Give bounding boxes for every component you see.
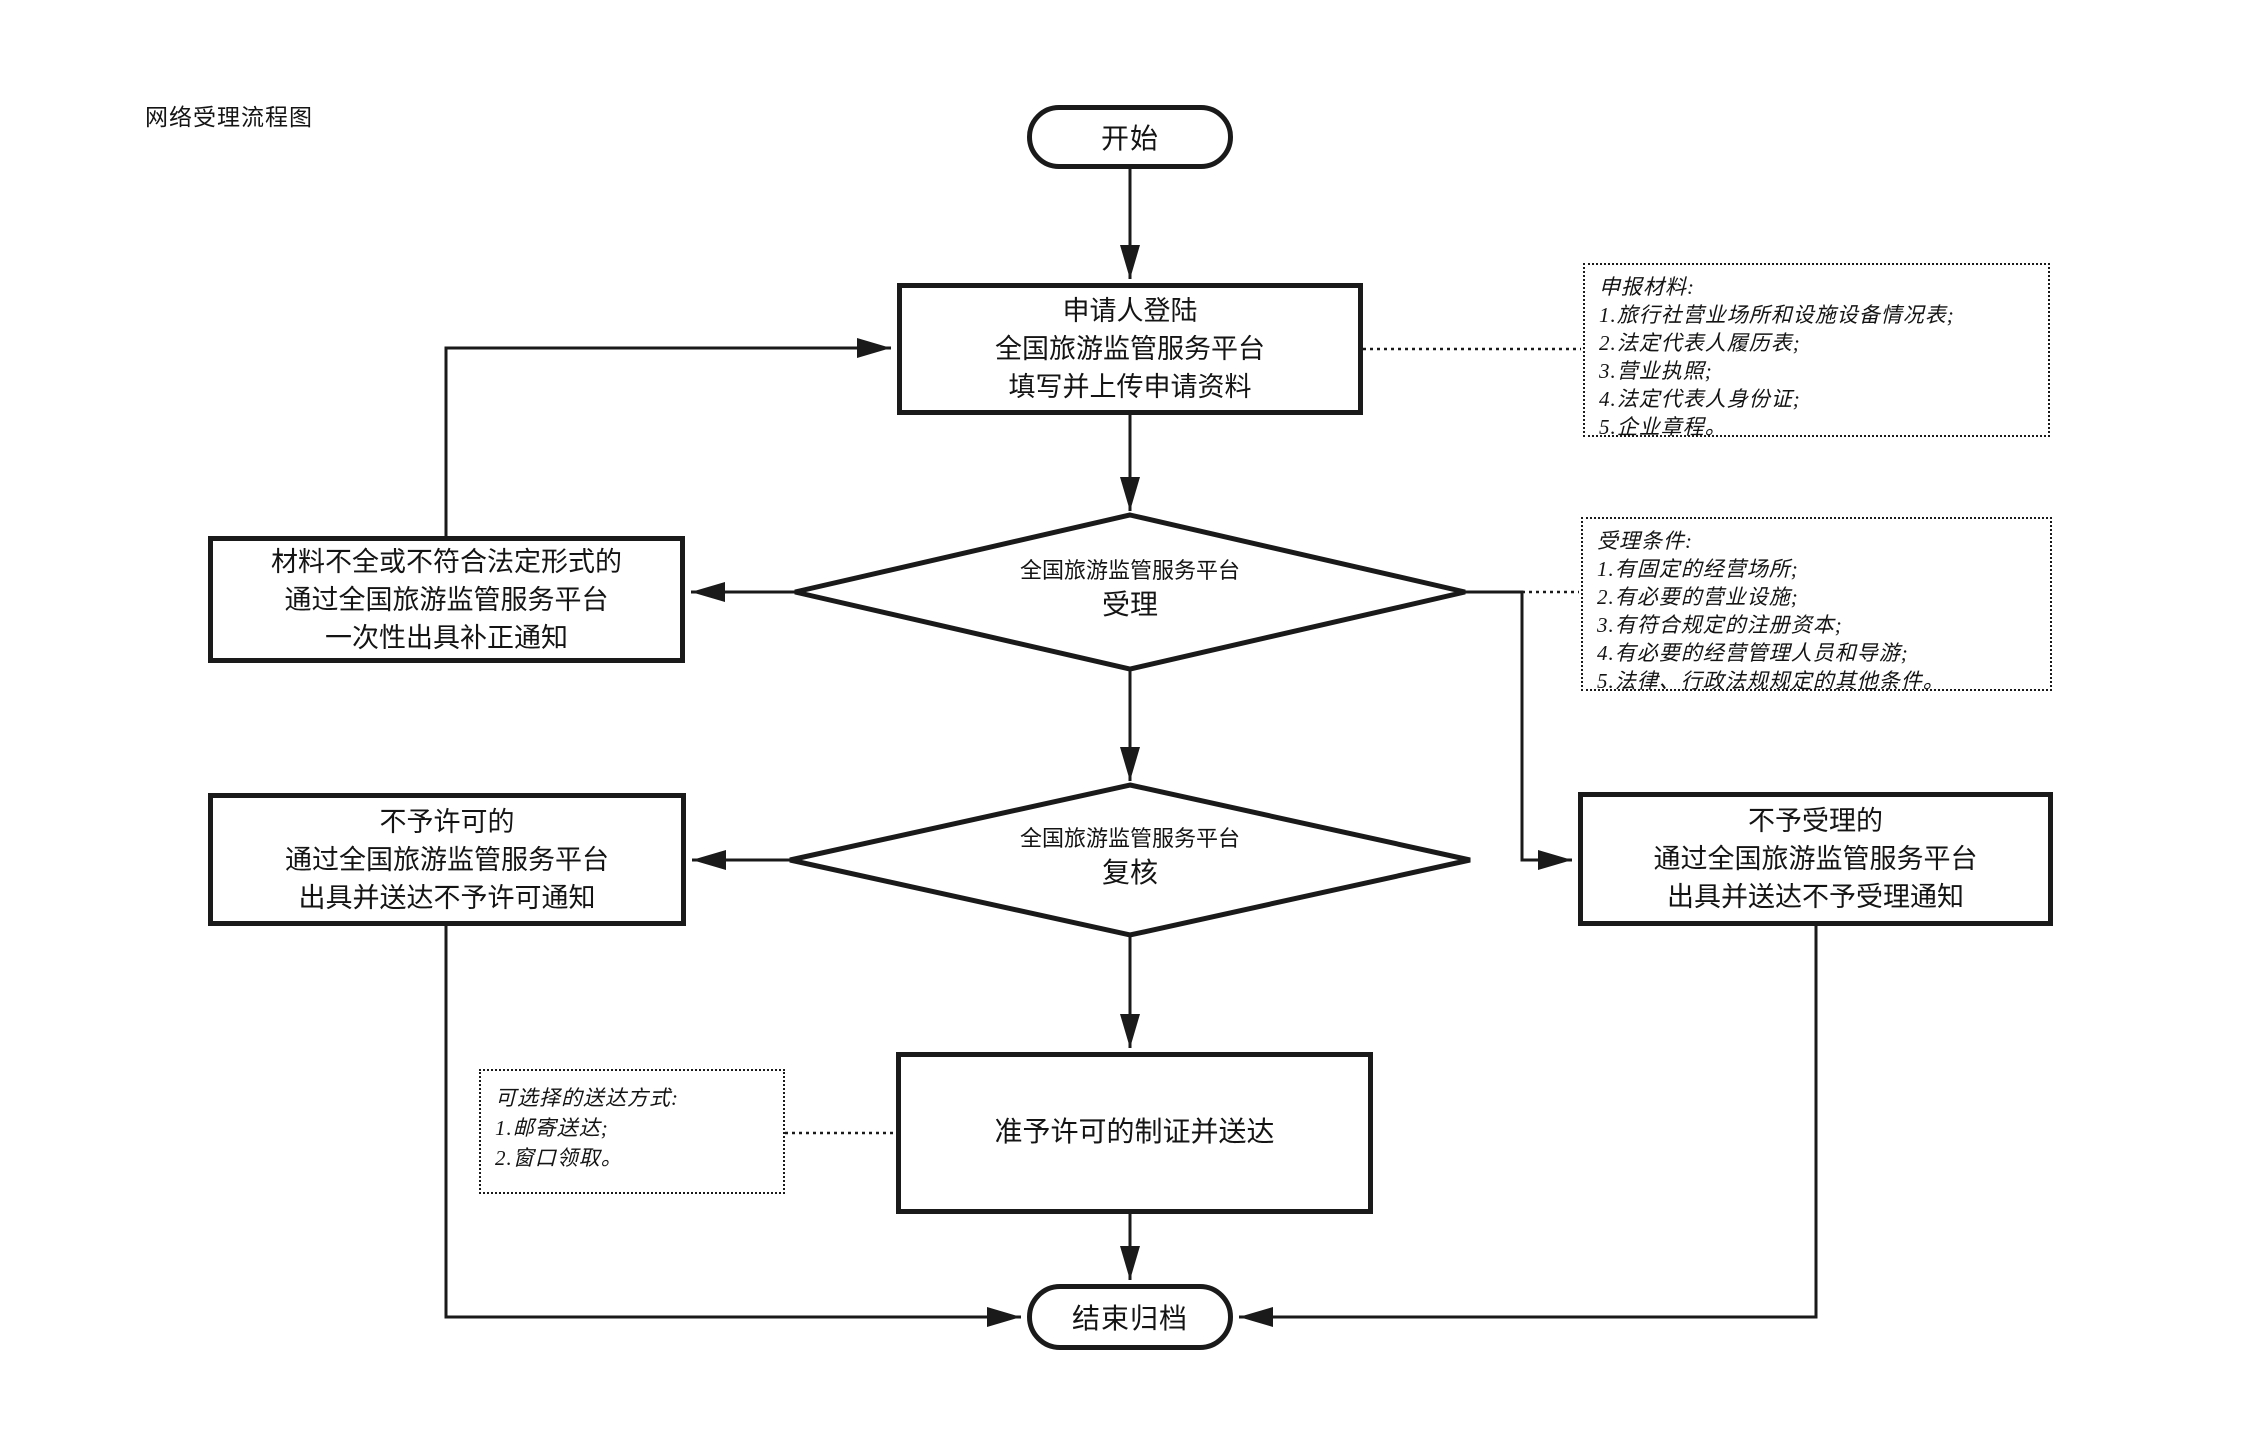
conditions-note-item: 2.有必要的营业设施; (1597, 585, 1799, 609)
deny-accept-line: 不予受理的 (1748, 806, 1883, 836)
deny-accept-line: 出具并送达不予受理通知 (1667, 882, 1964, 912)
delivery-note-title: 可选择的送达方式: (495, 1086, 679, 1110)
conditions-note: 受理条件: 1.有固定的经营场所; 2.有必要的营业设施; 3.有符合规定的注册… (1581, 517, 2052, 693)
login-line: 全国旅游监管服务平台 (995, 334, 1265, 364)
connector-deny-accept-to-end (1239, 926, 1818, 1327)
accept-diamond-action: 受理 (1101, 590, 1158, 621)
materials-note: 申报材料: 1.旅行社营业场所和设施设备情况表; 2.法定代表人履历表; 3.营… (1583, 263, 2050, 439)
deny-license-line: 通过全国旅游监管服务平台 (285, 844, 609, 875)
connector-deny-license-to-end (444, 926, 1021, 1327)
accept-diamond-label: 全国旅游监管服务平台 受理 (910, 556, 1350, 626)
materials-note-item: 4.法定代表人身份证; (1599, 387, 1801, 411)
conditions-note-item: 1.有固定的经营场所; (1597, 557, 1799, 581)
start-label: 开始 (1100, 124, 1159, 155)
issue-label: 准予许可的制证并送达 (994, 1117, 1275, 1148)
login-box: 申请人登陆 全国旅游监管服务平台 填写并上传申请资料 (897, 283, 1363, 415)
materials-note-item: 1.旅行社营业场所和设施设备情况表; (1599, 303, 1955, 327)
materials-note-item: 3.营业执照; (1599, 359, 1713, 383)
login-line: 填写并上传申请资料 (1008, 372, 1252, 402)
supplement-line: 通过全国旅游监管服务平台 (284, 584, 609, 615)
conditions-note-item: 3.有符合规定的注册资本; (1597, 613, 1843, 637)
page-title: 网络受理流程图 (145, 105, 313, 130)
deny-accept-line: 通过全国旅游监管服务平台 (1653, 844, 1978, 874)
accept-diamond-platform: 全国旅游监管服务平台 (1019, 558, 1240, 583)
recheck-diamond-action: 复核 (1101, 858, 1158, 889)
materials-note-title: 申报材料: (1599, 275, 1695, 299)
issue-box: 准予许可的制证并送达 (896, 1052, 1373, 1214)
materials-note-item: 5.企业章程。 (1599, 415, 1727, 439)
end-node: 结束归档 (1027, 1284, 1233, 1350)
delivery-note-item: 1.邮寄送达; (495, 1116, 609, 1140)
recheck-diamond-shape (789, 782, 1471, 938)
recheck-diamond-label: 全国旅游监管服务平台 复核 (910, 824, 1350, 894)
login-line: 申请人登陆 (1062, 296, 1198, 326)
connector-accept-to-deny-accept (1465, 590, 1572, 870)
materials-note-item: 2.法定代表人履历表; (1599, 331, 1801, 355)
conditions-note-item: 5.法律、行政法规规定的其他条件。 (1597, 669, 1945, 693)
deny-accept-box: 不予受理的 通过全国旅游监管服务平台 出具并送达不予受理通知 (1578, 792, 2053, 926)
recheck-diamond-platform: 全国旅游监管服务平台 (1019, 826, 1240, 851)
deny-license-line: 不予许可的 (379, 806, 515, 837)
deny-license-box: 不予许可的 通过全国旅游监管服务平台 出具并送达不予许可通知 (208, 793, 686, 926)
conditions-note-item: 4.有必要的经营管理人员和导游; (1597, 641, 1909, 665)
conditions-note-title: 受理条件: (1597, 529, 1693, 553)
delivery-note-item: 2.窗口领取。 (495, 1146, 623, 1170)
deny-license-line: 出具并送达不予许可通知 (298, 882, 596, 913)
supplement-line: 一次性出具补正通知 (325, 622, 568, 653)
connector-supplement-loop-to-login (444, 338, 891, 536)
supplement-line: 材料不全或不符合法定形式的 (271, 546, 622, 577)
supplement-box: 材料不全或不符合法定形式的 通过全国旅游监管服务平台 一次性出具补正通知 (208, 536, 685, 663)
start-node: 开始 (1027, 105, 1233, 169)
accept-diamond-shape (794, 512, 1466, 672)
delivery-note: 可选择的送达方式: 1.邮寄送达; 2.窗口领取。 (479, 1069, 785, 1194)
end-label: 结束归档 (1071, 1304, 1188, 1335)
